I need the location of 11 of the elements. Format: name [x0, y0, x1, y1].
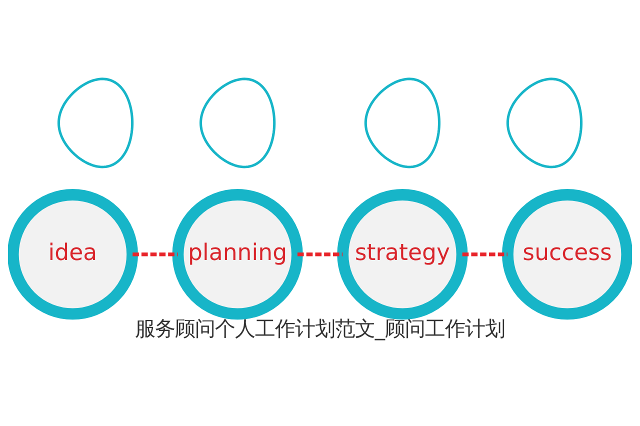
node-circle: idea [8, 189, 138, 320]
connector [462, 252, 508, 256]
node-circle: strategy [337, 189, 468, 320]
node-circle: success [502, 189, 632, 320]
connector [132, 252, 178, 256]
node-person [364, 78, 440, 168]
node-circle: planning [172, 189, 303, 320]
connector [297, 252, 343, 256]
node-person [57, 78, 134, 168]
node-person [506, 78, 583, 168]
node-person [200, 78, 276, 168]
